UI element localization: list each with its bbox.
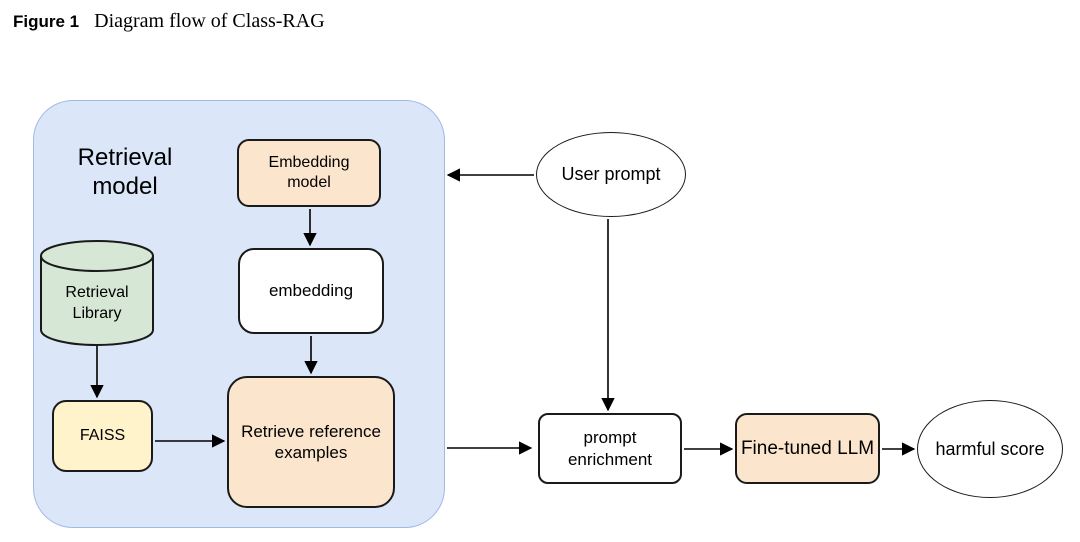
figure-caption-text: Diagram flow of Class-RAG — [94, 10, 325, 32]
retrieval-model-container-label: Retrieval model — [77, 144, 173, 200]
retrieval-library-cylinder — [40, 240, 154, 346]
node-prompt-enrichment: prompt enrichment — [538, 413, 682, 484]
node-embedding-model: Embedding model — [237, 139, 381, 207]
node-fine-tuned-llm: Fine-tuned LLM — [735, 413, 880, 484]
node-retrieve-reference-examples: Retrieve reference examples — [227, 376, 395, 508]
cylinder-top — [40, 240, 154, 272]
node-retrieval-library-label: Retrieval Library — [65, 284, 129, 322]
cylinder-body — [40, 256, 154, 346]
node-user-prompt: User prompt — [536, 132, 686, 217]
node-embedding: embedding — [238, 248, 384, 334]
node-harmful-score: harmful score — [917, 400, 1063, 498]
figure-label: Figure 1 — [13, 12, 80, 31]
node-faiss: FAISS — [52, 400, 153, 472]
figure-caption: Figure 1 Diagram flow of Class-RAG — [13, 10, 325, 33]
